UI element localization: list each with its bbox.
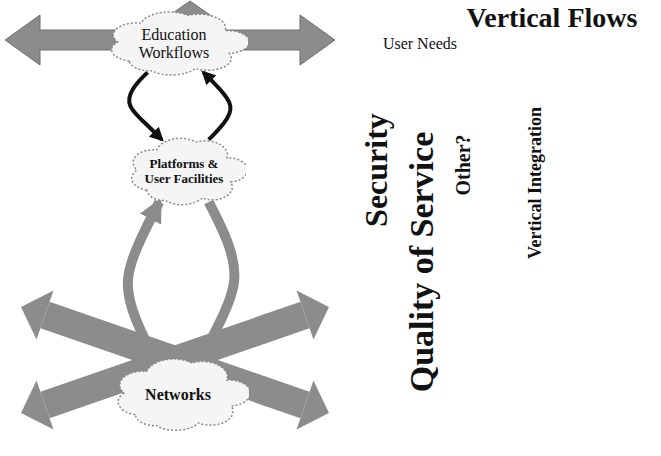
cloud-shape [132,138,246,204]
node-label: Education Workflows [124,26,224,61]
workflow-loop-arrow [129,72,162,139]
cloud-node: Platforms & User Facilities [122,130,246,210]
diagram-title: Vertical Flows [467,4,638,32]
vertical-label: Quality of Service [405,132,439,393]
vertical-label: Vertical Integration [526,107,544,259]
network-flow-arrow [201,202,235,360]
band-head [21,290,54,339]
vertical-label: Other? [453,134,473,195]
node-label: Platforms & User Facilities [142,157,226,186]
workflow-loop-arrow [203,72,230,139]
cloud-node: Networks [107,350,248,436]
cloud-node: Education Workflows [100,4,247,80]
side-label: User Needs [383,36,457,52]
network-flow-arrow [128,202,159,360]
band-head [297,290,330,339]
band-head [297,380,330,429]
node-label: Networks [130,386,226,404]
cloud-shape [119,359,249,430]
band-head [21,380,54,429]
cloud-shape [112,12,247,75]
vertical-label: Security [360,113,392,227]
